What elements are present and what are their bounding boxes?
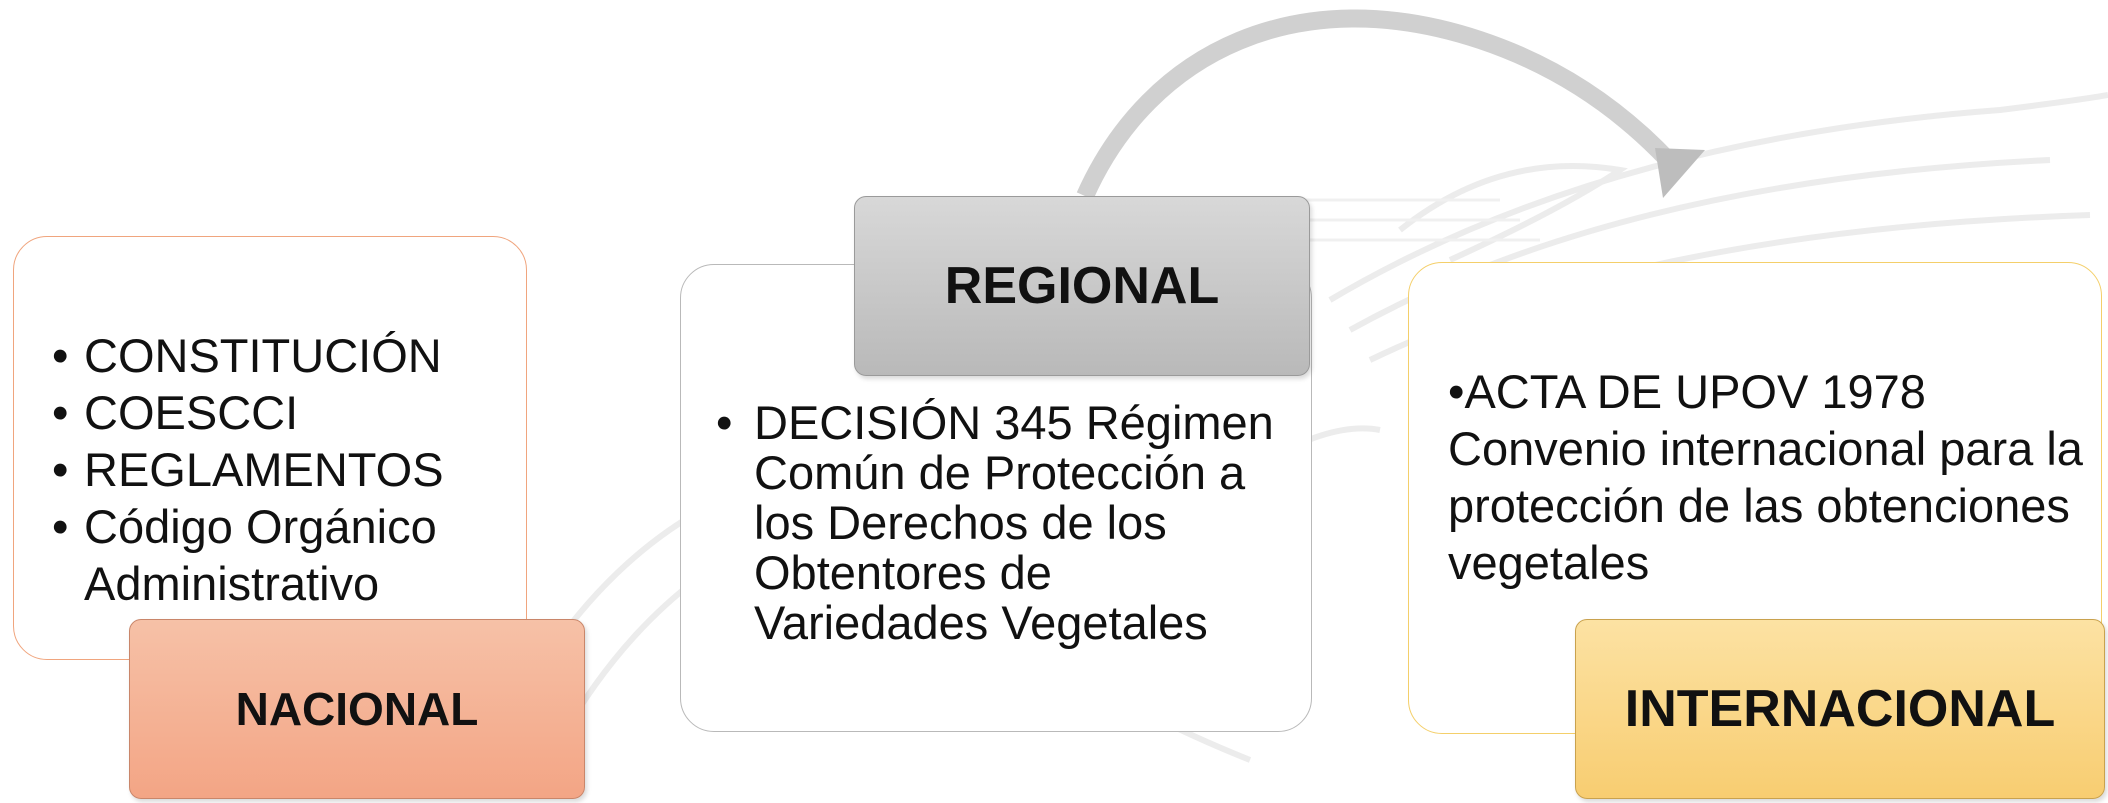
list-item: •CONSTITUCIÓN — [52, 329, 442, 382]
nacional-content-box — [13, 236, 527, 660]
nacional-list: •CONSTITUCIÓN •COESCCI •REGLAMENTOS •Cód… — [46, 327, 526, 612]
list-item: •REGLAMENTOS — [52, 443, 444, 496]
list-item: •Código Orgánico Administrativo — [52, 500, 437, 610]
regional-label: REGIONAL — [854, 196, 1310, 376]
list-item: •COESCCI — [52, 386, 299, 439]
internacional-label: INTERNACIONAL — [1575, 619, 2105, 799]
nacional-label: NACIONAL — [129, 619, 585, 799]
internacional-text: •ACTA DE UPOV 1978 Convenio internaciona… — [1448, 365, 2083, 589]
regional-list: •DECISIÓN 345 Régimen Común de Protecció… — [716, 398, 1296, 648]
list-item: •DECISIÓN 345 Régimen Común de Protecció… — [716, 396, 1274, 649]
